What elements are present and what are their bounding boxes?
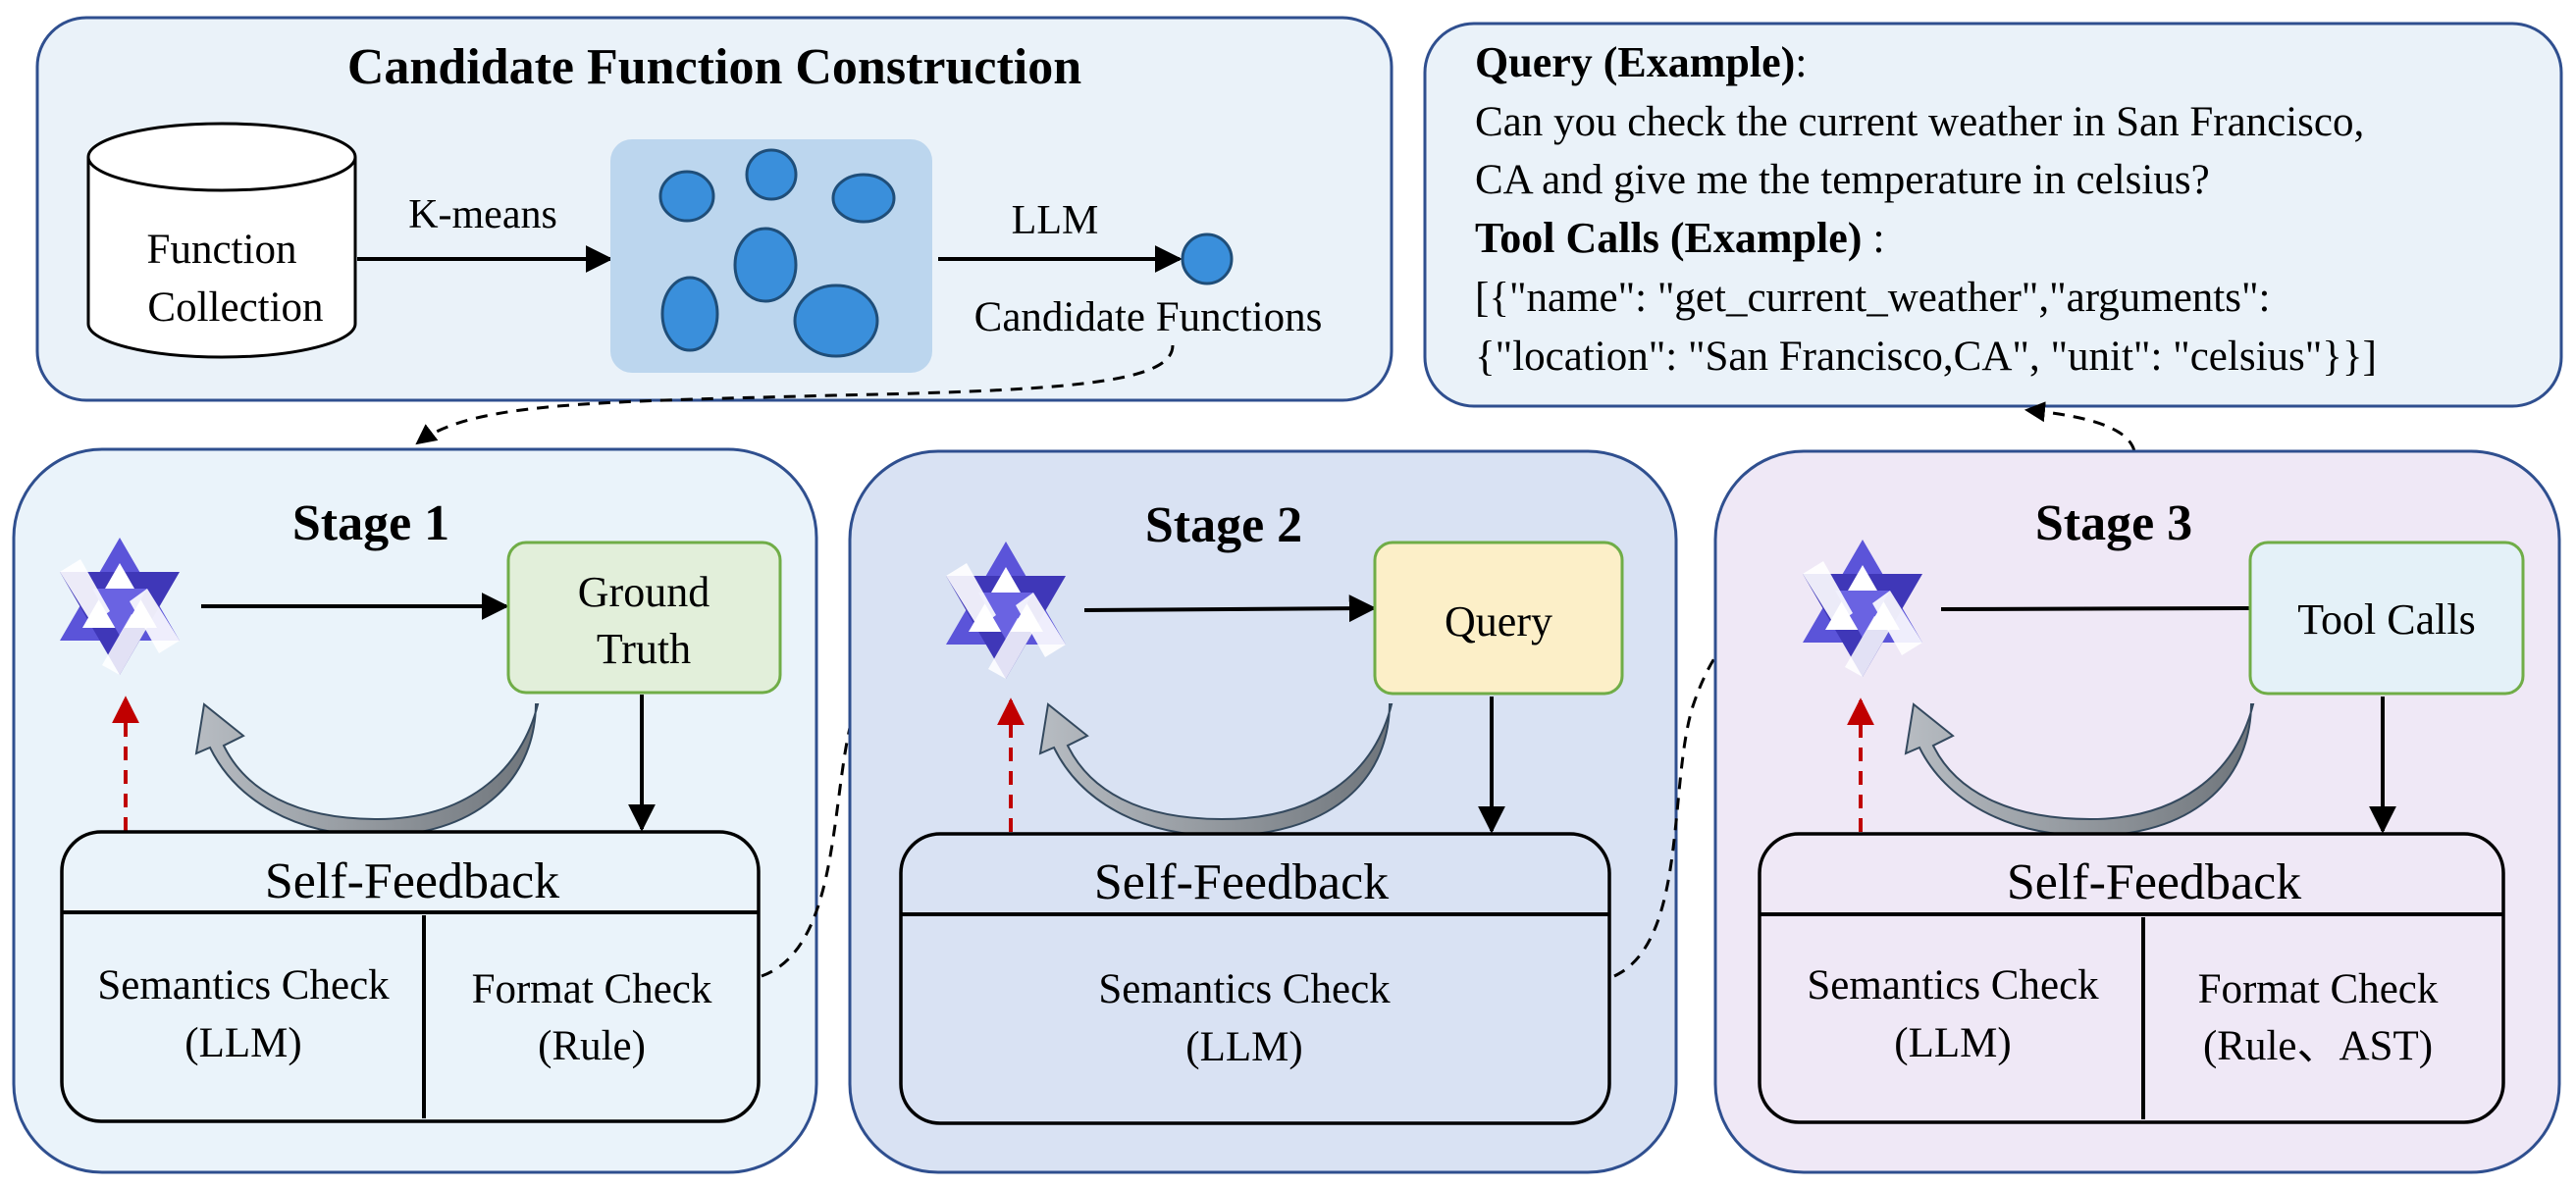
toolcalls-example-heading: Tool Calls (Example) xyxy=(1475,214,1862,262)
query-example-line2: CA and give me the temperature in celsiu… xyxy=(1475,157,2210,203)
stage3-format-check-line2: (Rule、AST) xyxy=(2203,1023,2433,1069)
cluster-dot xyxy=(831,173,896,224)
stage2-output-label: Query xyxy=(1445,597,1552,646)
stage1-title: Stage 1 xyxy=(292,495,449,551)
cluster-dot xyxy=(658,170,715,223)
database-label-line1: Function xyxy=(147,227,297,273)
stage2-generate-arrow xyxy=(1083,594,1377,623)
cluster-dot xyxy=(660,276,719,352)
database-label-line2: Collection xyxy=(147,284,323,331)
stage1-panel: Stage 1 Ground Truth Self-Feedback Seman… xyxy=(12,447,818,1174)
toolcalls-example-line2: {"location": "San Francisco,CA", "unit":… xyxy=(1475,334,2377,380)
stage3-semantics-check-line2: (LLM) xyxy=(1894,1020,2011,1066)
connector-stage3-to-example xyxy=(2024,401,2136,452)
stage1-format-check-line2: (Rule) xyxy=(538,1023,646,1069)
stage1-format-check-line1: Format Check xyxy=(472,966,712,1012)
stage2-panel: Stage 2 Query Self-Feedback Semantics Ch… xyxy=(848,449,1678,1174)
svg-text:Tool Calls (Example) :: Tool Calls (Example) : xyxy=(1475,214,1885,262)
stage2-title: Stage 2 xyxy=(1145,497,1302,553)
query-example-line1: Can you check the current weather in San… xyxy=(1475,99,2364,145)
stage1-self-feedback-box xyxy=(60,830,761,1123)
stage3-feedback-title: Self-Feedback xyxy=(2007,854,2301,910)
stage2-feedback-title: Self-Feedback xyxy=(1094,854,1389,910)
query-example-heading: Query (Example) xyxy=(1475,38,1795,86)
function-collection-database: Function Collection xyxy=(86,122,357,359)
stage3-feedback-curve-arrow xyxy=(1904,702,2255,838)
cluster-dot xyxy=(733,227,798,303)
stage3-toolcalls-box xyxy=(2248,541,2525,696)
llm-label: LLM xyxy=(1012,198,1099,243)
construction-title: Candidate Function Construction xyxy=(347,39,1081,95)
stage3-title: Stage 3 xyxy=(2035,495,2192,551)
kmeans-label: K-means xyxy=(408,192,557,237)
stage1-semantics-check-line2: (LLM) xyxy=(184,1020,301,1066)
cluster-box xyxy=(610,139,932,373)
stage3-self-feedback-box xyxy=(1758,832,2505,1124)
stage3-output-label: Tool Calls xyxy=(2297,595,2475,644)
stage1-output-line1: Ground xyxy=(578,568,710,616)
stage3-format-check-line1: Format Check xyxy=(2198,966,2439,1012)
stage1-output-line2: Truth xyxy=(597,625,691,673)
stage2-query-box xyxy=(1373,541,1624,696)
cluster-dot xyxy=(793,284,879,358)
example-panel xyxy=(1423,22,2563,408)
stage1-feedback-curve-arrow xyxy=(194,702,540,838)
candidate-functions-label: Candidate Functions xyxy=(974,294,1323,340)
stage1-feedback-title: Self-Feedback xyxy=(265,853,559,909)
connector-construction-to-stage1 xyxy=(415,344,1175,445)
stage1-semantics-check-line1: Semantics Check xyxy=(97,962,390,1008)
stage2-semantics-check-line1: Semantics Check xyxy=(1098,966,1391,1012)
cluster-dot xyxy=(745,148,798,201)
stage2-feedback-curve-arrow xyxy=(1038,702,1393,838)
svg-text:Query (Example):: Query (Example): xyxy=(1475,38,1808,86)
stage2-semantics-check-line2: (LLM) xyxy=(1185,1024,1302,1070)
stage3-semantics-check-line1: Semantics Check xyxy=(1807,962,2099,1008)
toolcalls-example-line1: [{"name": "get_current_weather","argumen… xyxy=(1475,275,2271,321)
stage1-ground-truth-box xyxy=(506,541,782,695)
candidate-function-dot xyxy=(1181,232,1234,285)
stage3-panel: Stage 3 Tool Calls Self-Feedback Semanti… xyxy=(1713,449,2561,1174)
stage3-generate-line xyxy=(1940,606,2250,611)
stage2-self-feedback-box xyxy=(899,832,1611,1125)
